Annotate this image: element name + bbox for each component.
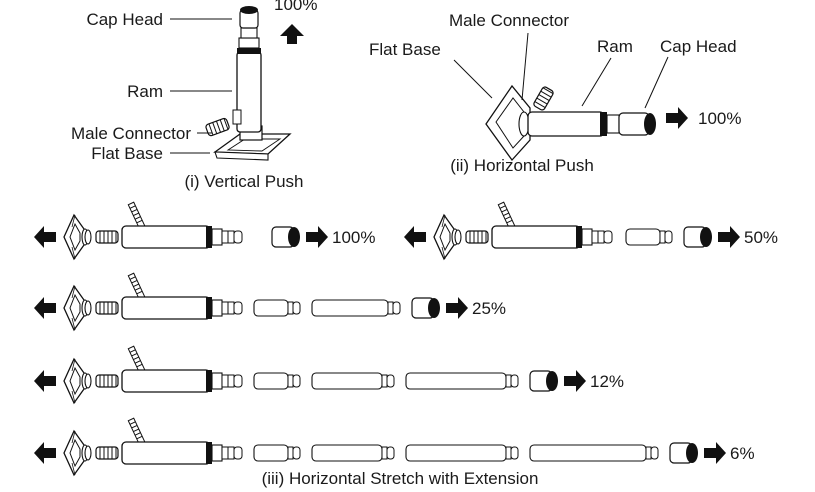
male-connector: [95, 446, 119, 460]
left-arrow: [34, 226, 56, 248]
hose-fitting: [497, 201, 516, 229]
left-arrow: [34, 370, 56, 392]
left-arrow: [404, 226, 426, 248]
right-arrow: [564, 370, 586, 392]
right-arrow: [446, 297, 468, 319]
male-connector: [465, 230, 489, 244]
stretch-row: 12%: [34, 345, 624, 404]
horizontal-male-connector: [532, 85, 555, 112]
extension-tube: [311, 444, 395, 462]
horizontal-right-arrow: [666, 107, 688, 129]
stretch-caption: (iii) Horizontal Stretch with Extension: [262, 469, 539, 488]
extension-tube: [311, 372, 395, 390]
horizontal-ram: [527, 111, 605, 137]
extension-tube: [405, 444, 519, 462]
extension-tube: [253, 372, 301, 390]
vertical-ram-label: Ram: [127, 82, 163, 101]
vertical-push-figure: 100% Cap Head Ram Male Connector Flat Ba…: [71, 0, 318, 191]
vertical-percent: 100%: [274, 0, 317, 14]
cap-head: [683, 226, 713, 248]
stretch-figure: 100% 50% 25% 12% 6%: [34, 201, 778, 476]
male-connector: [95, 301, 119, 315]
hose-fitting: [127, 345, 146, 373]
horizontal-caption: (ii) Horizontal Push: [450, 156, 594, 175]
stretch-percent: 6%: [730, 444, 755, 463]
extension-tube: [529, 444, 659, 462]
male-connector: [95, 230, 119, 244]
stretch-percent: 100%: [332, 228, 375, 247]
right-arrow: [704, 442, 726, 464]
stretch-row: 50%: [404, 201, 778, 260]
stretch-percent: 12%: [590, 372, 624, 391]
hose-fitting: [127, 272, 146, 300]
right-arrow: [306, 226, 328, 248]
horizontal-male-connector-label: Male Connector: [449, 11, 569, 30]
right-arrow: [718, 226, 740, 248]
ram: [491, 225, 613, 249]
stretch-row: 25%: [34, 272, 506, 331]
extension-tube: [311, 299, 401, 317]
flat-base: [433, 214, 462, 260]
horizontal-ram-label: Ram: [597, 37, 633, 56]
extension-tube: [625, 228, 673, 246]
cap-head: [529, 370, 559, 392]
vertical-caption: (i) Vertical Push: [184, 172, 303, 191]
horizontal-percent: 100%: [698, 109, 741, 128]
ram: [121, 369, 243, 393]
horizontal-push-figure: 100% Flat Base Male Connector Ram Cap He…: [369, 11, 741, 175]
vertical-male-connector: [204, 117, 231, 138]
cap-head: [411, 297, 441, 319]
horizontal-flat-base-label: Flat Base: [369, 40, 441, 59]
ram: [121, 225, 243, 249]
left-arrow: [34, 442, 56, 464]
stretch-percent: 50%: [744, 228, 778, 247]
left-arrow: [34, 297, 56, 319]
vertical-male-connector-label: Male Connector: [71, 124, 191, 143]
flat-base: [63, 285, 92, 331]
vertical-cap-head-label: Cap Head: [86, 10, 163, 29]
ram: [121, 296, 243, 320]
extension-tube: [253, 444, 301, 462]
vertical-flat-base-label: Flat Base: [91, 144, 163, 163]
cap-head: [271, 226, 301, 248]
stretch-row: 6%: [34, 417, 755, 476]
extension-tube: [405, 372, 519, 390]
hose-fitting: [127, 201, 146, 229]
flat-base: [63, 214, 92, 260]
ram: [121, 441, 243, 465]
stretch-row: 100%: [34, 201, 375, 260]
male-connector: [95, 374, 119, 388]
stretch-percent: 25%: [472, 299, 506, 318]
cap-head: [669, 442, 699, 464]
horizontal-cap-head-label: Cap Head: [660, 37, 737, 56]
vertical-up-arrow: [280, 24, 304, 44]
flat-base: [63, 358, 92, 404]
hose-fitting: [127, 417, 146, 445]
flat-base: [63, 430, 92, 476]
extension-tube: [253, 299, 301, 317]
